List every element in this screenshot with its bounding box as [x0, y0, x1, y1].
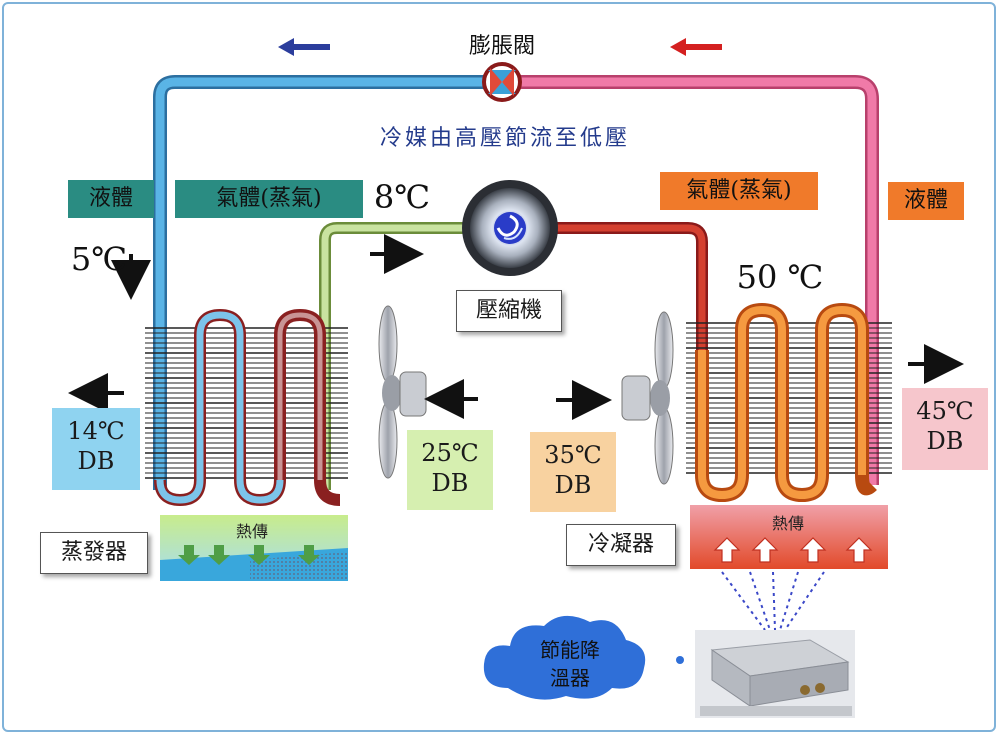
compressor-label: 壓縮機: [456, 290, 562, 332]
db-25: 25℃ DB: [407, 430, 493, 510]
compressor-icon: [462, 180, 558, 276]
gas-label-left: 氣體(蒸氣): [175, 180, 363, 218]
energy-saving-label: 節能降溫器: [520, 636, 620, 692]
refrigerant-loop-pipes: [153, 75, 879, 490]
cooling-rays: [721, 571, 825, 631]
temp-8: 8℃: [373, 178, 431, 216]
db-45-temp: 45℃: [916, 397, 974, 425]
expansion-valve-icon: [482, 62, 522, 102]
flow-arrow-top-left: [278, 38, 330, 56]
evaporator-tray: [160, 515, 348, 581]
condenser-tray: [690, 505, 888, 569]
device-photo: [695, 630, 855, 718]
expansion-valve-label: 膨脹閥: [468, 34, 535, 59]
db-35-temp: 35℃: [544, 441, 602, 469]
liquid-label-right: 液體: [888, 182, 964, 220]
condenser-coil: [695, 302, 877, 503]
heat-absorb-label: 熱傳: [235, 522, 268, 541]
db-25-unit: DB: [431, 469, 469, 497]
arrow-icon: [68, 234, 964, 420]
fan-icon: [621, 311, 674, 485]
db-14: 14℃ DB: [52, 408, 140, 490]
cloud-icon: [483, 615, 684, 700]
heat-release-label: 熱傳: [771, 514, 804, 533]
energy-saving-text: 節能降溫器: [540, 638, 600, 690]
fan-icon: [378, 305, 427, 479]
db-14-temp: 14℃: [67, 417, 125, 445]
db-45-unit: DB: [926, 427, 964, 455]
evaporator-label: 蒸發器: [40, 532, 148, 574]
condenser-label: 冷凝器: [566, 524, 676, 566]
process-note: 冷媒由高壓節流至低壓: [379, 126, 630, 151]
liquid-label-left: 液體: [68, 180, 154, 218]
gas-label-right: 氣體(蒸氣): [660, 172, 818, 210]
db-25-temp: 25℃: [421, 439, 479, 467]
flow-arrow-top-right: [670, 38, 722, 56]
db-45: 45℃ DB: [902, 388, 988, 470]
db-35: 35℃ DB: [530, 432, 616, 512]
db-14-unit: DB: [77, 447, 115, 475]
temp-50: 50 ℃: [736, 258, 824, 296]
evaporator-coil: [154, 308, 341, 507]
db-35-unit: DB: [554, 471, 592, 499]
temp-5: 5℃: [70, 240, 128, 278]
